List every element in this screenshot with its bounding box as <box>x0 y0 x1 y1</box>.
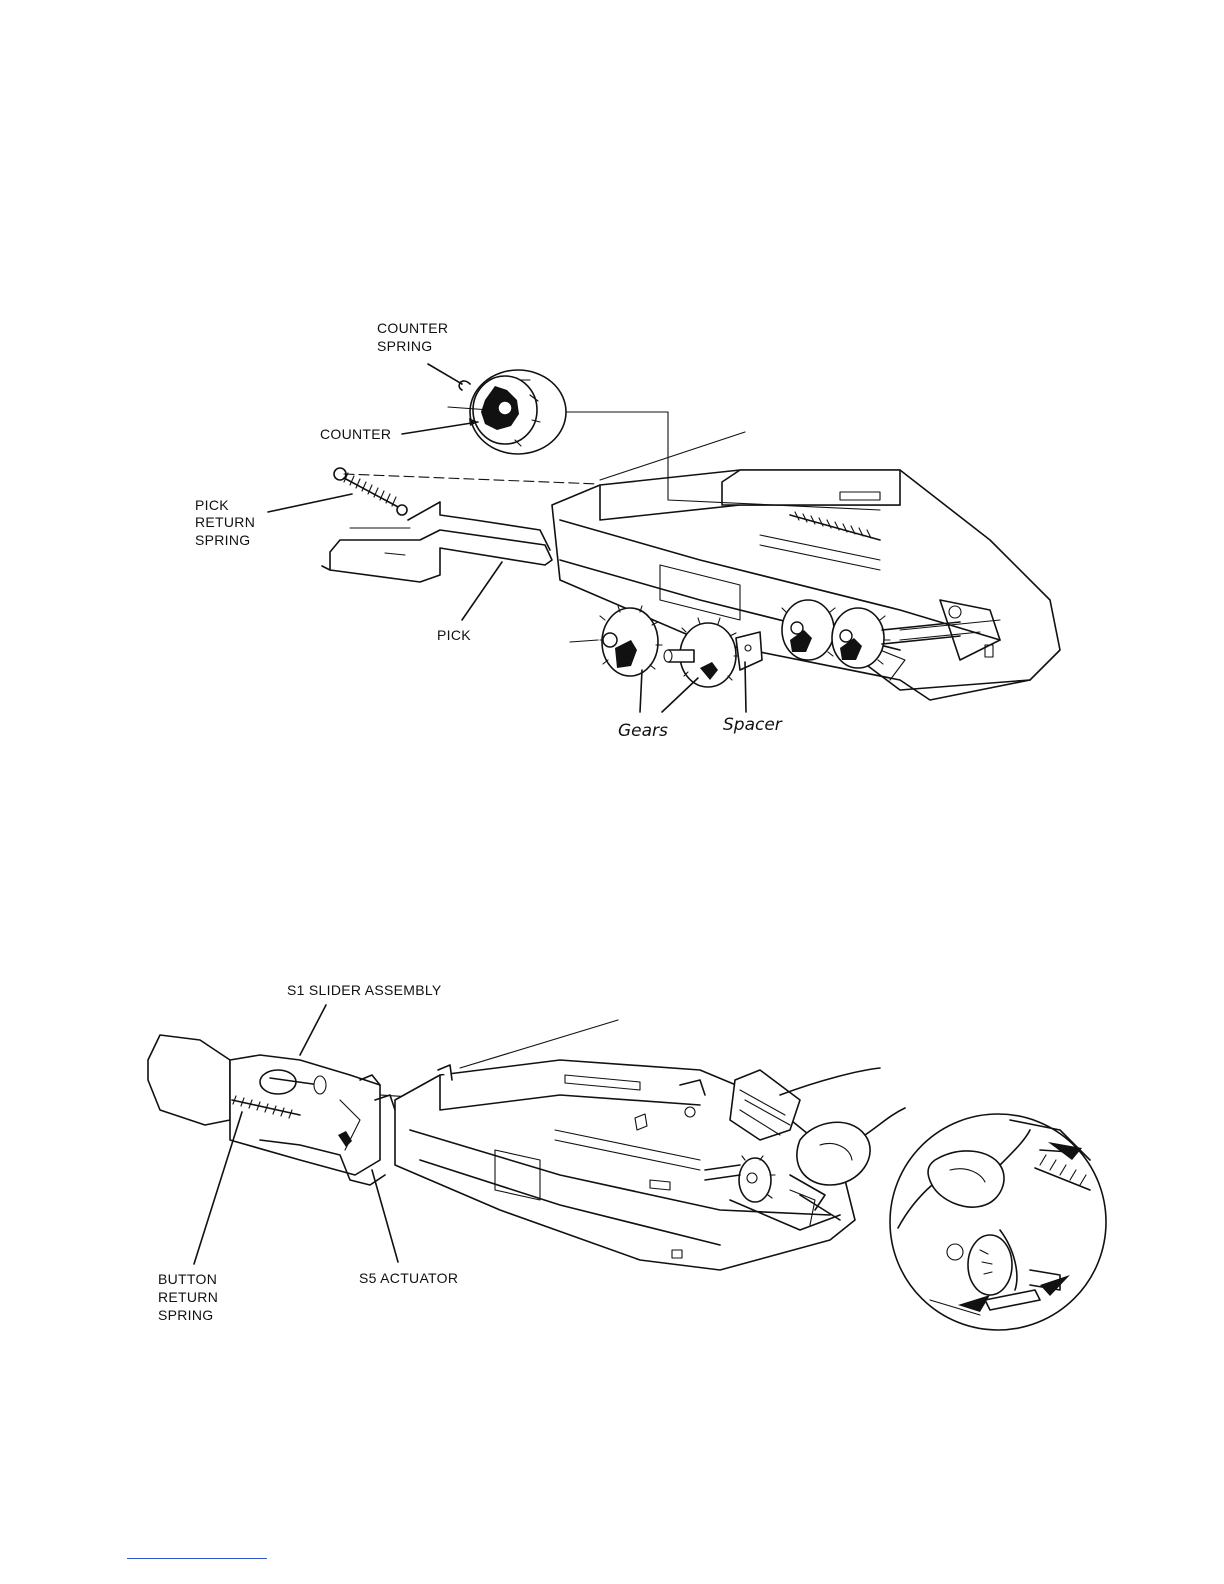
detail-inset <box>890 1114 1106 1330</box>
label-counter-spring-line1: COUNTER <box>377 320 448 336</box>
button-return-spring-leader <box>194 1112 242 1264</box>
gear-left <box>570 606 662 676</box>
label-pick-return-spring-line3: SPRING <box>195 532 250 548</box>
footer-rule <box>127 1558 267 1559</box>
spring-dash-leader <box>344 474 598 484</box>
spacer <box>736 632 762 670</box>
pick-return-spring-leader <box>268 494 352 512</box>
label-s1-slider-assembly: S1 SLIDER ASSEMBLY <box>287 982 442 998</box>
counter-leader <box>402 422 478 434</box>
pick-plate <box>322 502 552 582</box>
gear-leader-1 <box>640 670 642 712</box>
label-gears: Gears <box>618 721 668 741</box>
assembly-top-leader <box>460 1020 618 1068</box>
label-pick: PICK <box>437 627 471 643</box>
label-pick-return-spring-line1: PICK <box>195 497 229 513</box>
label-counter: COUNTER <box>320 426 391 442</box>
label-s5-actuator: S5 ACTUATOR <box>359 1270 458 1286</box>
counter-wheel <box>459 370 566 454</box>
gear-leader-2 <box>662 678 698 712</box>
label-pick-return-spring-line2: RETURN <box>195 514 255 530</box>
label-button-return-spring-line3: SPRING <box>158 1307 213 1323</box>
pick-return-spring <box>334 468 407 515</box>
s1-slider-assembly <box>148 1035 395 1185</box>
label-button-return-spring-line2: RETURN <box>158 1289 218 1305</box>
counter-spring-leader <box>428 364 462 384</box>
label-button-return-spring-line1: BUTTON <box>158 1271 217 1287</box>
s1-slider-leader <box>300 1005 326 1055</box>
bottom-assembly-view: S1 SLIDER ASSEMBLY BUTTON RETURN SPRING … <box>148 982 1106 1330</box>
top-exploded-view: COUNTER SPRING COUNTER PICK RETURN SPRIN… <box>195 320 1060 741</box>
spacer-leader <box>745 662 746 712</box>
pick-leader <box>462 562 502 620</box>
label-spacer: Spacer <box>723 715 783 735</box>
label-counter-spring-line2: SPRING <box>377 338 432 354</box>
s5-actuator-leader <box>372 1170 398 1262</box>
